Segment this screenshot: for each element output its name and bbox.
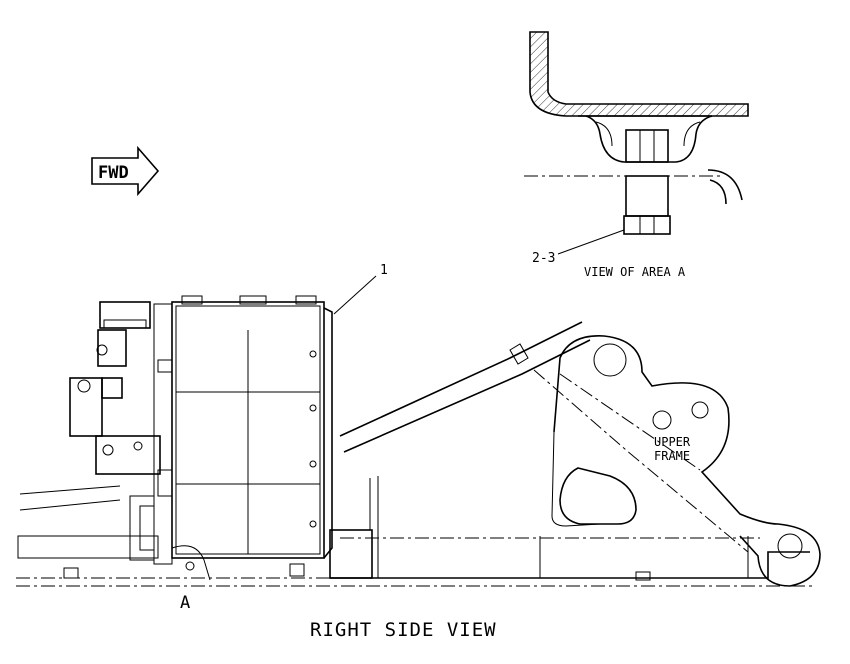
- bolt: [625, 175, 669, 217]
- fwd-label: FWD: [98, 163, 129, 183]
- nut: [625, 129, 669, 163]
- detail-view-area-a: 2-3 VIEW OF AREA A: [524, 31, 749, 279]
- left-components: [17, 301, 173, 565]
- item-1-label: 1: [380, 263, 388, 278]
- base-frame: [16, 476, 812, 587]
- upper-frame-arm: UPPER FRAME: [339, 321, 821, 587]
- view-title: RIGHT SIDE VIEW: [310, 619, 497, 641]
- item-2-3-label: 2-3: [532, 251, 555, 266]
- area-a-label: A: [180, 593, 190, 613]
- fwd-arrow: FWD: [91, 145, 160, 197]
- view-of-area-a-label: VIEW OF AREA A: [584, 265, 686, 279]
- main-housing: [171, 295, 333, 559]
- upper-frame-label-line2: FRAME: [654, 449, 690, 463]
- upper-frame-label-line1: UPPER: [654, 435, 691, 449]
